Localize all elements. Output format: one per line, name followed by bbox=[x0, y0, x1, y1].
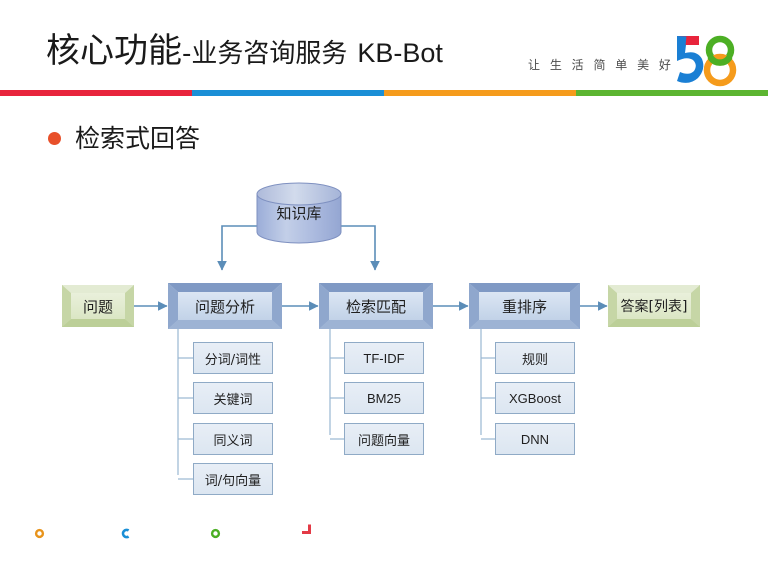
title-en-text: KB-Bot bbox=[357, 38, 443, 68]
rule-segment-blue bbox=[192, 90, 384, 96]
bevel-box-shape-icon bbox=[469, 283, 580, 329]
bullet-dot-icon bbox=[48, 132, 61, 145]
flow-node-label: 答案[列表] bbox=[620, 299, 688, 315]
sub-node-keyword[interactable]: 关键词 bbox=[193, 382, 273, 414]
decor-red-corner-icon bbox=[300, 523, 314, 537]
sub-node-segmentation-pos[interactable]: 分词/词性 bbox=[193, 342, 273, 374]
sub-node-xgboost[interactable]: XGBoost bbox=[495, 382, 575, 414]
sub-node-synonym[interactable]: 同义词 bbox=[193, 423, 273, 455]
flow-node-question-analysis[interactable]: 问题分析 bbox=[168, 283, 282, 329]
knowledge-base-node[interactable]: 知识库 bbox=[256, 182, 342, 244]
sub-node-word-sentence-vector[interactable]: 词/句向量 bbox=[193, 463, 273, 495]
bevel-box-shape-icon bbox=[62, 285, 134, 327]
flow-node-question[interactable]: 问题 bbox=[62, 285, 134, 327]
slide-header: 核心功能 -业务咨询服务 KB-Bot 让 生 活 简 单 美 好 bbox=[0, 0, 768, 96]
flow-node-label: 问题分析 bbox=[194, 297, 255, 316]
sub-node-bm25[interactable]: BM25 bbox=[344, 382, 424, 414]
bevel-box-shape-icon bbox=[608, 285, 700, 327]
rule-segment-green bbox=[576, 90, 768, 96]
flow-node-label: 重排序 bbox=[501, 297, 547, 316]
sub-node-dnn[interactable]: DNN bbox=[495, 423, 575, 455]
rule-segment-red bbox=[0, 90, 192, 96]
decor-blue-c-icon bbox=[120, 526, 131, 539]
title-main-text: 核心功能 bbox=[46, 31, 182, 71]
rainbow-divider bbox=[0, 90, 768, 96]
knowledge-base-label: 知识库 bbox=[276, 204, 322, 223]
rule-segment-orange bbox=[384, 90, 576, 96]
logo-58-icon bbox=[677, 35, 737, 87]
sub-node-tfidf[interactable]: TF-IDF bbox=[344, 342, 424, 374]
title-sub-text: -业务咨询服务 bbox=[182, 39, 348, 69]
decor-green-ring-icon bbox=[210, 526, 221, 539]
sub-node-question-vector[interactable]: 问题向量 bbox=[344, 423, 424, 455]
section-title: 检索式回答 bbox=[75, 124, 201, 153]
flow-node-label: 检索匹配 bbox=[345, 297, 406, 316]
flow-node-answer-list[interactable]: 答案[列表] bbox=[608, 285, 700, 327]
diagram-connectors bbox=[134, 225, 608, 480]
page-title: 核心功能 -业务咨询服务 KB-Bot bbox=[46, 34, 443, 68]
flow-node-rerank[interactable]: 重排序 bbox=[469, 283, 580, 329]
decor-orange-ring-icon bbox=[34, 526, 45, 539]
brand-slogan: 让 生 活 简 单 美 好 bbox=[528, 58, 674, 72]
cylinder-shape-icon bbox=[256, 182, 342, 244]
flow-diagram: 知识库 问题 问题分析 bbox=[0, 170, 768, 510]
sub-node-rule[interactable]: 规则 bbox=[495, 342, 575, 374]
bevel-box-shape-icon bbox=[168, 283, 282, 329]
bevel-box-shape-icon bbox=[319, 283, 433, 329]
section-bullet: 检索式回答 bbox=[48, 126, 200, 151]
flow-node-retrieval-match[interactable]: 检索匹配 bbox=[319, 283, 433, 329]
flow-node-label: 问题 bbox=[82, 297, 113, 316]
